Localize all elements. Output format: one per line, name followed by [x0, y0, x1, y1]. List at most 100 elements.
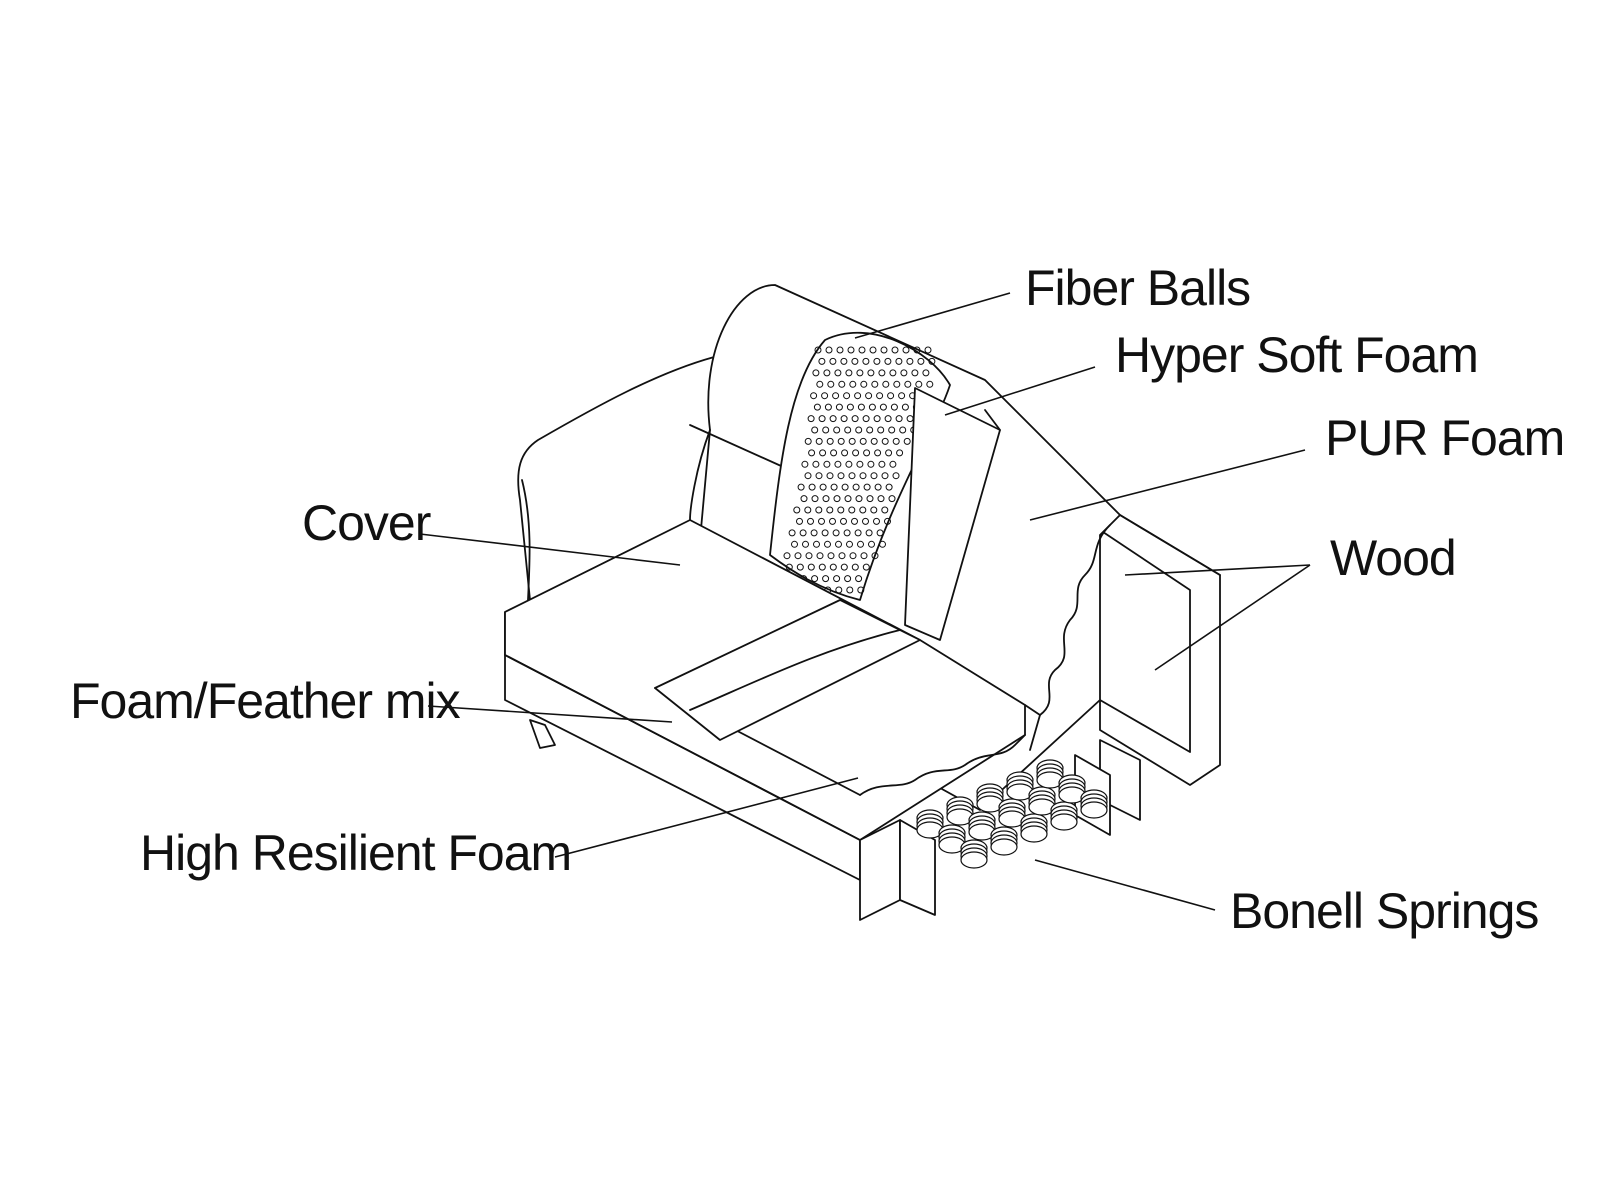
fiber-dot	[785, 563, 793, 571]
fiber-dot	[847, 346, 855, 354]
pur-foam-cut	[1024, 524, 1111, 716]
fiber-dot	[796, 563, 804, 571]
fiber-dot	[816, 552, 824, 560]
fiber-dot	[915, 380, 923, 388]
fiber-dot	[862, 563, 870, 571]
fiber-dot	[884, 357, 892, 365]
fiber-dot	[818, 517, 825, 525]
fiber-dot	[865, 392, 873, 400]
fiber-dot	[832, 529, 840, 537]
fiber-dot	[815, 506, 823, 514]
spring-coil	[1036, 759, 1064, 789]
fiber-dot	[867, 369, 875, 377]
fiber-dot	[788, 529, 796, 537]
leader-pur-foam	[1029, 449, 1306, 521]
fiber-dot	[928, 357, 936, 365]
fiber-dot	[834, 460, 842, 468]
fiber-dot	[924, 346, 932, 354]
fiber-dot	[900, 369, 908, 377]
label-pur-foam: PUR Foam	[1325, 410, 1564, 466]
fiber-dot	[849, 552, 857, 560]
fiber-dot	[849, 380, 857, 388]
label-cover: Cover	[302, 495, 431, 551]
fiber-dot	[811, 495, 819, 503]
fiber-dot	[822, 495, 830, 503]
fiber-dot	[892, 437, 900, 445]
fiber-dot	[873, 357, 881, 365]
leader-lines	[419, 292, 1311, 911]
fiber-dot	[840, 563, 848, 571]
fiber-dot	[895, 415, 903, 423]
label-high-resilient-foam: High Resilient Foam	[140, 825, 571, 881]
fiber-dot	[866, 495, 874, 503]
leader-foam-feather	[427, 705, 673, 723]
spring-coil	[968, 811, 996, 841]
fiber-dot	[807, 415, 815, 423]
spring-coil	[990, 826, 1018, 856]
fiber-dot	[844, 495, 852, 503]
fiber-dot	[811, 575, 819, 583]
fiber-dot	[857, 586, 865, 594]
leader-wood-lower	[1154, 564, 1311, 671]
spring-coil	[1028, 786, 1056, 816]
fiber-dot	[889, 460, 897, 468]
fiber-dot	[848, 437, 856, 445]
fiber-dot	[855, 575, 863, 583]
fiber-dot	[837, 506, 845, 514]
fiber-dot	[829, 357, 837, 365]
fiber-dot	[874, 449, 882, 457]
fiber-dot	[902, 346, 910, 354]
fiber-dot	[852, 449, 860, 457]
fiber-dot	[819, 483, 827, 491]
fiber-dot	[879, 540, 886, 548]
fiber-dot	[794, 552, 802, 560]
label-foam-feather-mix: Foam/Feather mix	[70, 673, 461, 729]
fiber-dot	[840, 357, 848, 365]
spring-coil	[1080, 789, 1108, 819]
spring-coil	[1050, 801, 1078, 831]
fiber-dot	[805, 552, 813, 560]
fiber-dot	[838, 380, 846, 388]
leader-fiber-balls	[854, 292, 1011, 339]
spring-coil	[976, 783, 1004, 813]
fiber-dot	[826, 437, 834, 445]
fiber-dot	[898, 392, 906, 400]
fiber-dot	[851, 357, 859, 365]
fiber-dot	[893, 380, 901, 388]
sofa-leg	[529, 719, 556, 749]
fiber-dot	[808, 449, 816, 457]
fiber-dot	[838, 552, 846, 560]
fiber-dot	[885, 483, 893, 491]
fiber-dot	[821, 392, 829, 400]
spring-coil	[1020, 813, 1048, 843]
fiber-dot	[859, 506, 867, 514]
fiber-dot	[904, 380, 912, 388]
fiber-dot	[836, 346, 844, 354]
fiber-dot	[818, 563, 826, 571]
fiber-dot	[833, 426, 841, 434]
fiber-dot	[827, 380, 835, 388]
fiber-dot	[830, 449, 838, 457]
fiber-dot	[846, 540, 853, 548]
fiber-dot	[855, 495, 863, 503]
leader-cover	[419, 533, 681, 566]
fiber-dot	[871, 380, 879, 388]
fiber-dot	[813, 403, 821, 411]
fiber-dot	[799, 529, 807, 537]
fiber-dot	[862, 357, 870, 365]
fiber-dot	[862, 517, 869, 525]
fiber-dot	[827, 552, 835, 560]
labels: Fiber Balls Hyper Soft Foam PUR Foam Woo…	[70, 260, 1565, 939]
fiber-dot	[829, 563, 837, 571]
fiber-dot	[860, 552, 868, 560]
fiber-dot	[854, 392, 862, 400]
fiber-dot	[835, 540, 842, 548]
fiber-dot	[846, 403, 854, 411]
fiber-dot	[833, 495, 841, 503]
fiber-dot	[891, 346, 899, 354]
fiber-dot	[857, 403, 865, 411]
fiber-dot	[825, 346, 833, 354]
fiber-dot	[863, 449, 871, 457]
fiber-dot	[824, 403, 832, 411]
fiber-dot	[860, 380, 868, 388]
